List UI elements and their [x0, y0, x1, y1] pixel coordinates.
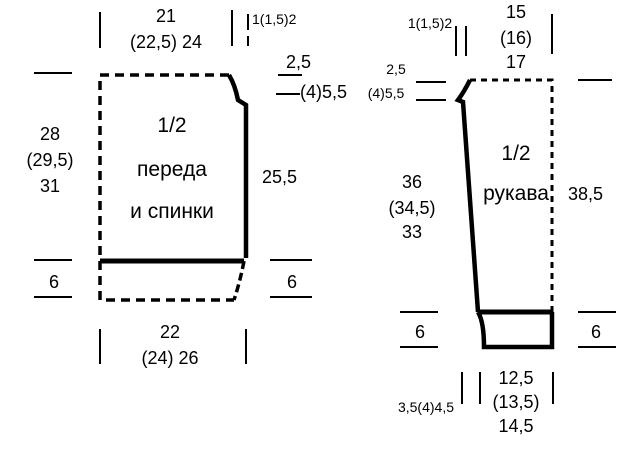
sleeve-top-inset: 1(1,5)2 — [408, 15, 453, 31]
front-back-dashed-outline — [98, 73, 234, 302]
sleeve-dimension-marks — [400, 14, 616, 404]
front-back-title-fraction: 1/2 — [157, 114, 186, 137]
sleeve-right-height: 38,5 — [568, 184, 603, 204]
front-back-dimension-marks — [34, 10, 312, 364]
front-back-bottom-width-2: (24) 26 — [141, 348, 198, 368]
front-back-rib-right: 6 — [287, 272, 297, 292]
sleeve-height-1: 36 — [402, 172, 422, 192]
sleeve-top-width-2: (16) — [500, 28, 532, 48]
front-back-top-width-2: (22,5) 24 — [130, 32, 202, 52]
sleeve-cuff-inset: 3,5(4)4,5 — [398, 399, 454, 415]
sleeve-title-fraction: 1/2 — [501, 142, 530, 165]
sleeve-cuff-width-3: 14,5 — [498, 416, 533, 436]
front-back-armhole-drop-2: (4)5,5 — [300, 82, 347, 102]
front-back-labels: 1/2 переда и спинки 21 (22,5) 24 1(1,5)2… — [26, 6, 347, 368]
front-back-rib-left: 6 — [49, 272, 59, 292]
front-back-title-front: переда — [137, 158, 207, 181]
sleeve-rib-left: 6 — [415, 322, 425, 342]
front-back-height-1: 28 — [40, 124, 60, 144]
front-back-top-width-1: 21 — [156, 6, 176, 26]
sleeve-cuff-width-2: (13,5) — [492, 392, 539, 412]
sleeve-height-2: (34,5) — [388, 198, 435, 218]
sleeve-cap-drop-2: (4)5,5 — [368, 85, 405, 101]
sleeve-cuff-width-1: 12,5 — [498, 368, 533, 388]
sleeve-top-width-3: 17 — [506, 52, 526, 72]
sleeve-piece — [454, 78, 555, 350]
sleeve-height-3: 33 — [402, 222, 422, 242]
sleeve-title-word: рукава — [483, 182, 549, 205]
sleeve-dashed-outline — [470, 78, 554, 312]
front-back-shoulder: 1(1,5)2 — [252, 11, 297, 27]
front-back-bottom-width-1: 22 — [160, 322, 180, 342]
front-back-height-2: (29,5) — [26, 150, 73, 170]
sleeve-cap-drop-1: 2,5 — [386, 61, 406, 77]
sleeve-top-width-1: 15 — [506, 2, 526, 22]
front-back-armhole-height: 25,5 — [262, 167, 297, 187]
front-back-title-back: и спинки — [130, 200, 214, 223]
sleeve-cuff — [476, 310, 555, 350]
front-back-height-3: 31 — [40, 176, 60, 196]
front-back-rib-side — [232, 260, 246, 301]
front-back-armhole-drop-1: 2,5 — [286, 52, 311, 72]
front-back-armhole-side — [227, 73, 249, 258]
sleeve-labels: 1/2 рукава 1(1,5)2 15 (16) 17 2,5 (4)5,5… — [368, 2, 603, 436]
sleeve-underarm-seam — [454, 78, 481, 313]
sleeve-rib-right: 6 — [591, 322, 601, 342]
front-back-piece — [98, 73, 249, 302]
